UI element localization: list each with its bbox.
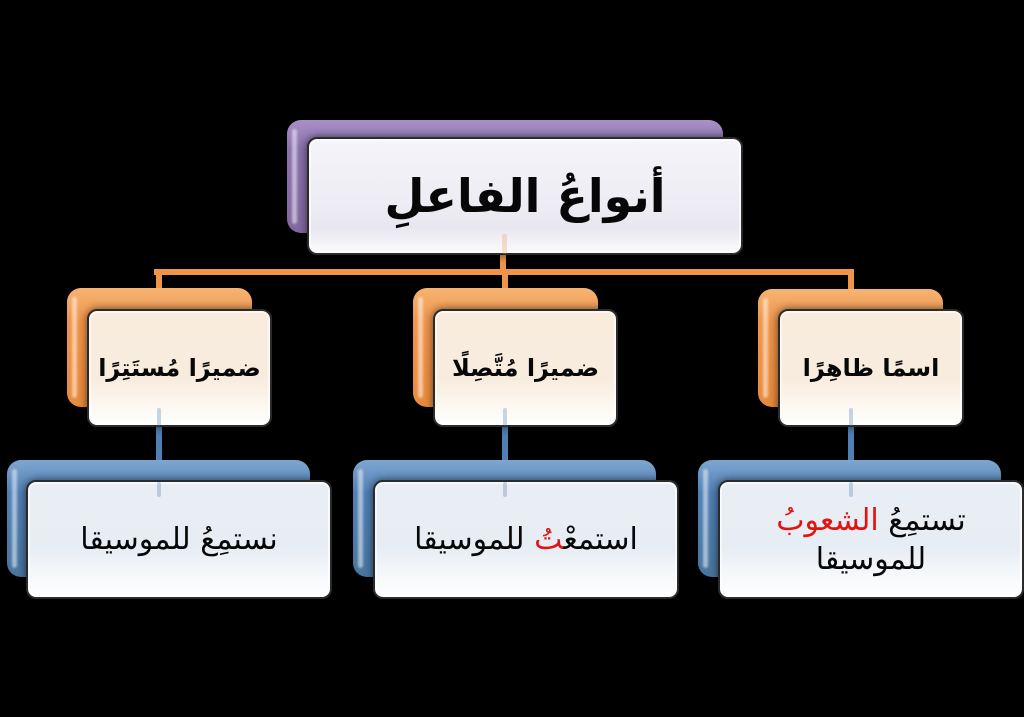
connector-showthrough xyxy=(502,234,507,254)
connector-root-stem xyxy=(500,246,506,272)
example-hidden-pronoun: نستمِعُ للموسيقا xyxy=(26,480,332,599)
connector-drop-hidden-pronoun xyxy=(156,269,162,291)
example-text-black: للموسيقا xyxy=(414,522,535,557)
example-apparent-noun-text: تستمِعُ الشعوبُللموسيقا xyxy=(776,501,965,579)
connector-showthrough xyxy=(849,482,853,497)
branch-hidden-pronoun-label: ضميرًا مُستَتِرًا xyxy=(98,354,261,382)
example-text-black-line2: للموسيقا xyxy=(815,541,927,577)
connector-drop-connected-pronoun xyxy=(502,269,508,291)
connector-showthrough xyxy=(157,482,161,497)
connector-showthrough xyxy=(503,408,507,426)
branch-apparent-noun: اسمًا ظاهِرًا xyxy=(778,309,964,427)
root-node-label: أنواعُ الفاعلِ xyxy=(384,169,666,223)
connector-drop-apparent-noun xyxy=(848,269,854,291)
example-text-red-highlight: الشعوبُ xyxy=(776,502,879,538)
example-text-black: استمعْ‍ xyxy=(563,522,638,557)
example-connected-pronoun: استمعْ‍‍تُ للموسيقا xyxy=(373,480,679,599)
branch-connected-pronoun: ضميرًا مُتَّصِلًا xyxy=(433,309,618,427)
connector-showthrough xyxy=(503,482,507,497)
example-text-black: تستمِعُ xyxy=(878,502,966,538)
branch-hidden-pronoun: ضميرًا مُستَتِرًا xyxy=(87,309,272,427)
connector-showthrough xyxy=(849,408,853,426)
example-hidden-pronoun-text: نستمِعُ للموسيقا xyxy=(80,522,278,557)
root-node: أنواعُ الفاعلِ xyxy=(307,137,743,255)
connector-example-apparent-noun xyxy=(848,420,854,466)
connector-showthrough xyxy=(157,408,161,426)
branch-apparent-noun-label: اسمًا ظاهِرًا xyxy=(802,354,940,382)
connector-example-connected-pronoun xyxy=(502,420,508,466)
example-apparent-noun: تستمِعُ الشعوبُللموسيقا xyxy=(718,480,1024,599)
connector-example-hidden-pronoun xyxy=(156,420,162,466)
example-text-red-highlight: ‍تُ xyxy=(534,522,564,557)
example-connected-pronoun-text: استمعْ‍‍تُ للموسيقا xyxy=(414,520,638,559)
branch-connected-pronoun-label: ضميرًا مُتَّصِلًا xyxy=(451,354,600,382)
